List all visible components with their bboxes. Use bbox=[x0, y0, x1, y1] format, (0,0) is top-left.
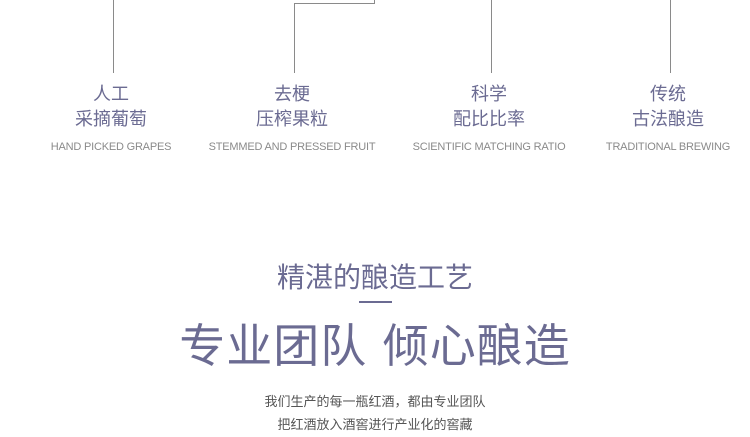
description-line: 把红酒放入酒窖进行产业化的窖藏 bbox=[277, 418, 473, 433]
step-stemmed-pressed: 去梗 压榨果粒 STEMMED AND PRESSED FRUIT bbox=[192, 82, 392, 153]
step-title: 去梗 bbox=[274, 84, 310, 105]
connector-line bbox=[491, 0, 492, 73]
step-hand-picked: 人工 采摘葡萄 HAND PICKED GRAPES bbox=[11, 82, 211, 153]
step-caption: SCIENTIFIC MATCHING RATIO bbox=[412, 141, 566, 153]
step-title: 科学 bbox=[471, 84, 507, 105]
section-description: 我们生产的每一瓶红酒，都由专业团队 把红酒放入酒窖进行产业化的窖藏 bbox=[0, 391, 750, 437]
connector-line bbox=[113, 0, 114, 73]
connector-line bbox=[294, 3, 375, 4]
description-line: 我们生产的每一瓶红酒，都由专业团队 bbox=[264, 395, 486, 410]
step-scientific-ratio: 科学 配比比率 SCIENTIFIC MATCHING RATIO bbox=[389, 82, 589, 153]
connector-line bbox=[294, 3, 295, 73]
step-traditional-brewing: 传统 古法酿造 TRADITIONAL BREWING bbox=[568, 82, 750, 153]
connector-line bbox=[670, 0, 671, 73]
step-title: 采摘葡萄 bbox=[75, 109, 147, 130]
step-title: 人工 bbox=[93, 84, 129, 105]
step-caption: TRADITIONAL BREWING bbox=[605, 141, 731, 153]
step-title: 配比比率 bbox=[453, 109, 525, 130]
step-title: 压榨果粒 bbox=[256, 109, 328, 130]
step-caption: HAND PICKED GRAPES bbox=[50, 141, 172, 153]
connector-line bbox=[374, 0, 375, 4]
section-subtitle: 精湛的酿造工艺 bbox=[276, 261, 473, 294]
step-title: 传统 bbox=[650, 84, 686, 105]
step-title: 古法酿造 bbox=[632, 109, 704, 130]
section-title: 专业团队 倾心酿造 bbox=[179, 319, 571, 373]
divider bbox=[359, 301, 392, 303]
step-caption: STEMMED AND PRESSED FRUIT bbox=[208, 141, 376, 153]
